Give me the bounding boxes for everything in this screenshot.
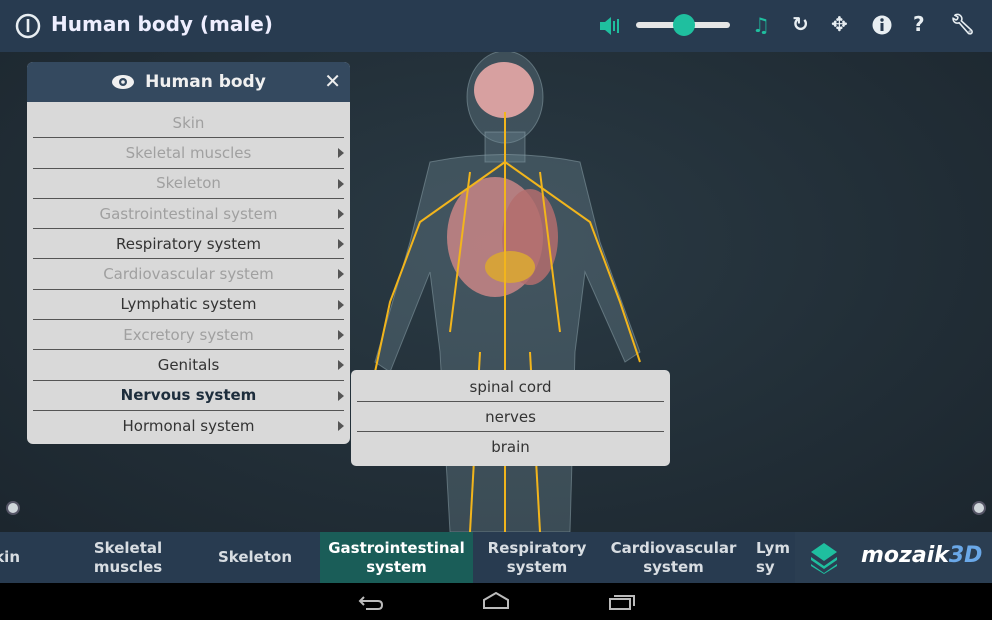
menu-header: Human body ✕ bbox=[27, 62, 350, 102]
menu-item[interactable]: Lymphatic system bbox=[33, 290, 344, 321]
layers-icon[interactable] bbox=[809, 542, 839, 574]
mozaik-logo[interactable]: mozaik3D bbox=[795, 532, 992, 583]
submenu-item[interactable]: spinal cord bbox=[357, 372, 664, 402]
recents-icon[interactable] bbox=[608, 593, 636, 611]
menu-item-label: Hormonal system bbox=[122, 417, 255, 436]
settings-wrench-icon[interactable]: 🔧︎ bbox=[950, 12, 976, 36]
menu-item-label: Skeletal muscles bbox=[125, 143, 252, 162]
menu-item[interactable]: Nervous system bbox=[33, 381, 344, 411]
menu-item-label: Nervous system bbox=[120, 386, 257, 405]
tab-system[interactable]: kin bbox=[0, 532, 20, 583]
tab-label: Respiratory system bbox=[487, 538, 587, 576]
tab-system[interactable]: Respiratory system bbox=[473, 532, 601, 583]
menu-item[interactable]: Hormonal system bbox=[33, 411, 344, 441]
chevron-right-icon[interactable] bbox=[338, 360, 344, 371]
chevron-right-icon[interactable] bbox=[338, 148, 344, 159]
tab-system[interactable]: Skeleton bbox=[190, 532, 320, 583]
back-icon[interactable] bbox=[358, 594, 384, 610]
logo-text: mozaik3D bbox=[861, 543, 983, 568]
chevron-right-icon[interactable] bbox=[338, 208, 344, 219]
submenu-item[interactable]: nerves bbox=[357, 402, 664, 432]
android-nav-bar bbox=[0, 583, 992, 620]
menu-title: Human body bbox=[145, 72, 266, 92]
right-rotate-handle[interactable] bbox=[972, 501, 986, 515]
system-tab-bar: kin Skeletal muscles Skeleton Gastrointesti… bbox=[0, 532, 795, 583]
volume-icon[interactable] bbox=[598, 15, 622, 37]
menu-item[interactable]: Excretory system bbox=[33, 320, 344, 351]
chevron-right-icon[interactable] bbox=[338, 420, 344, 431]
tab-label: Gastrointestinal system bbox=[328, 538, 465, 576]
eye-icon[interactable] bbox=[111, 74, 135, 90]
app-title: Human body (male) bbox=[51, 12, 273, 36]
menu-item-label: Genitals bbox=[157, 356, 220, 375]
menu-item-label: Skin bbox=[172, 113, 205, 132]
power-icon[interactable] bbox=[15, 13, 41, 39]
home-icon[interactable] bbox=[482, 592, 510, 610]
menu-item[interactable]: Gastrointestinal system bbox=[33, 199, 344, 230]
tab-label: Skeleton bbox=[217, 548, 293, 566]
menu-item-label: Cardiovascular system bbox=[103, 265, 274, 284]
top-bar: Human body (male) ♫ ↻ ✥ ? 🔧︎ bbox=[0, 0, 992, 52]
menu-item[interactable]: Respiratory system bbox=[33, 229, 344, 260]
tab-label: Cardiovascular system bbox=[610, 538, 737, 576]
chevron-right-icon[interactable] bbox=[338, 330, 344, 341]
close-icon[interactable]: ✕ bbox=[324, 69, 341, 93]
info-icon[interactable] bbox=[872, 15, 892, 35]
volume-slider-thumb[interactable] bbox=[673, 14, 695, 36]
tab-system[interactable]: Skeletal muscles bbox=[65, 532, 191, 583]
tab-label: kin bbox=[0, 548, 20, 566]
submenu-item[interactable]: brain bbox=[491, 438, 530, 456]
menu-item-label: Gastrointestinal system bbox=[99, 204, 278, 223]
chevron-right-icon[interactable] bbox=[338, 239, 344, 250]
chevron-right-icon[interactable] bbox=[338, 390, 344, 401]
reset-icon[interactable]: ↻ bbox=[792, 12, 809, 36]
menu-item-label: Skeleton bbox=[156, 174, 221, 193]
menu-item-label: Excretory system bbox=[123, 325, 254, 344]
move-icon[interactable]: ✥ bbox=[831, 12, 848, 36]
menu-item-label: Lymphatic system bbox=[120, 295, 257, 314]
chevron-right-icon[interactable] bbox=[338, 299, 344, 310]
tab-system[interactable]: Lym sy bbox=[746, 532, 795, 583]
music-icon[interactable]: ♫ bbox=[752, 13, 770, 37]
tab-system[interactable]: Cardiovascular system bbox=[601, 532, 746, 583]
help-icon[interactable]: ? bbox=[913, 12, 925, 36]
menu-item-label: Respiratory system bbox=[116, 234, 261, 253]
left-rotate-handle[interactable] bbox=[6, 501, 20, 515]
chevron-right-icon[interactable] bbox=[338, 178, 344, 189]
tab-label: Lym sy bbox=[756, 538, 790, 576]
menu-item[interactable]: Genitals bbox=[33, 350, 344, 381]
menu-item[interactable]: Skeleton bbox=[33, 169, 344, 199]
menu-item[interactable]: Cardiovascular system bbox=[33, 259, 344, 290]
menu-item[interactable]: Skeletal muscles bbox=[33, 138, 344, 169]
chevron-right-icon[interactable] bbox=[338, 269, 344, 280]
menu-item[interactable]: Skin bbox=[33, 108, 344, 139]
volume-slider[interactable] bbox=[636, 14, 730, 36]
tab-label: Skeletal muscles bbox=[93, 538, 163, 576]
tab-system[interactable]: Gastrointestinal system bbox=[320, 532, 473, 583]
